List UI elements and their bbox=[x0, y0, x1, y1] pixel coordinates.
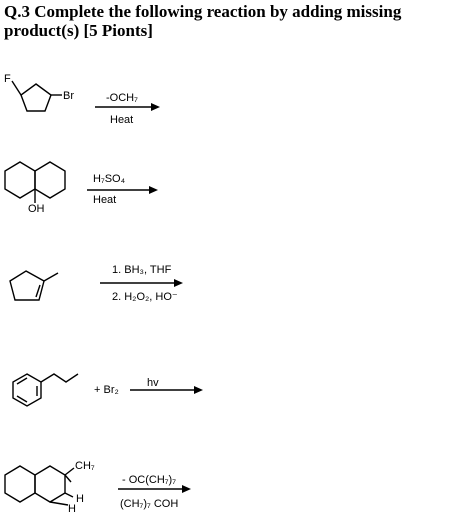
reaction-1-condition: Heat bbox=[110, 114, 134, 126]
question-title: Q.3 Complete the following reaction by a… bbox=[4, 2, 402, 40]
substituent-ch3: CH₇ bbox=[75, 460, 95, 472]
reaction-2-condition: Heat bbox=[93, 194, 117, 206]
decalin-right-ring bbox=[34, 465, 66, 503]
decalin-left-ring bbox=[4, 465, 36, 503]
reaction-2-reagent: H₇SO₄ bbox=[93, 173, 126, 185]
reaction-1-arrowhead bbox=[151, 103, 160, 111]
decalin-right-ring bbox=[34, 161, 66, 199]
propyl-chain bbox=[40, 373, 79, 383]
reaction-4-arrowhead bbox=[194, 386, 203, 394]
bond-c-ch3 bbox=[64, 467, 75, 476]
substituent-h-1: H bbox=[76, 493, 84, 505]
substituent-br: Br bbox=[63, 90, 74, 102]
bond-c-h-1 bbox=[64, 474, 72, 483]
reaction-5-solvent: (CH₇)₇ COH bbox=[120, 498, 179, 510]
bond-c-h-3 bbox=[49, 501, 69, 506]
reaction-4-condition: hv bbox=[147, 377, 159, 389]
ring-double-bond bbox=[35, 284, 41, 298]
cyclopentene-ring bbox=[9, 270, 45, 301]
reaction-3-step-2: 2. H₂O₂, HO⁻ bbox=[112, 291, 178, 303]
benzene-inner-bond-3 bbox=[16, 395, 28, 403]
bond-c-methyl bbox=[43, 272, 59, 282]
substituent-oh: OH bbox=[28, 203, 45, 215]
reaction-2-arrowhead bbox=[149, 186, 158, 194]
reaction-3-step-1: 1. BH₃, THF bbox=[112, 264, 172, 276]
substituent-f: F bbox=[4, 73, 11, 85]
reaction-5-reagent: - OC(CH₇)₇ bbox=[122, 474, 176, 486]
reaction-4-reagent: + Br₂ bbox=[94, 384, 119, 396]
cyclopentane-ring bbox=[20, 83, 52, 112]
reaction-3-arrowhead bbox=[174, 279, 183, 287]
reaction-5-arrowhead bbox=[182, 485, 191, 493]
benzene-inner-bond-1 bbox=[16, 377, 28, 385]
bond-c-h-2 bbox=[64, 492, 74, 498]
bond-c-f bbox=[11, 80, 22, 96]
substituent-h-2: H bbox=[68, 503, 76, 515]
reaction-1-reagent: -OCH₇ bbox=[106, 92, 138, 104]
